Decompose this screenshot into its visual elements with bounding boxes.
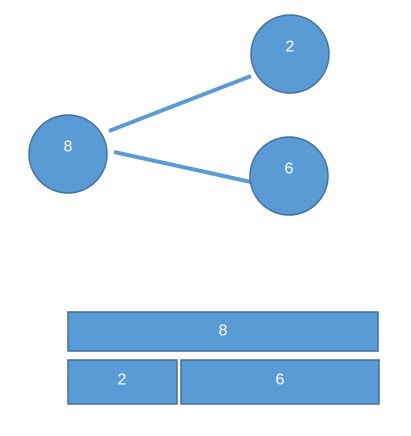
connector-line-root-to-top bbox=[108, 74, 252, 133]
child-node-top: 2 bbox=[250, 14, 330, 94]
child-node-bottom: 6 bbox=[249, 136, 329, 216]
bar-part-left-rect bbox=[67, 359, 178, 405]
bar-whole: 8 bbox=[67, 311, 379, 352]
bar-part-right-rect bbox=[180, 359, 380, 405]
bar-part-left-label: 2 bbox=[118, 372, 127, 389]
root-node-label: 8 bbox=[64, 139, 73, 156]
bar-whole-label: 8 bbox=[219, 323, 228, 340]
root-node-circle bbox=[28, 114, 108, 194]
root-node: 8 bbox=[28, 114, 108, 194]
connector-line-root-to-bottom bbox=[113, 150, 252, 184]
child-node-top-circle bbox=[250, 14, 330, 94]
bar-part-right-label: 6 bbox=[276, 372, 285, 389]
bar-part-right: 6 bbox=[180, 359, 380, 405]
child-node-bottom-label: 6 bbox=[285, 161, 294, 178]
bar-part-left: 2 bbox=[67, 359, 178, 405]
child-node-bottom-circle bbox=[249, 136, 329, 216]
child-node-top-label: 2 bbox=[286, 39, 295, 56]
bar-whole-rect bbox=[67, 311, 379, 352]
